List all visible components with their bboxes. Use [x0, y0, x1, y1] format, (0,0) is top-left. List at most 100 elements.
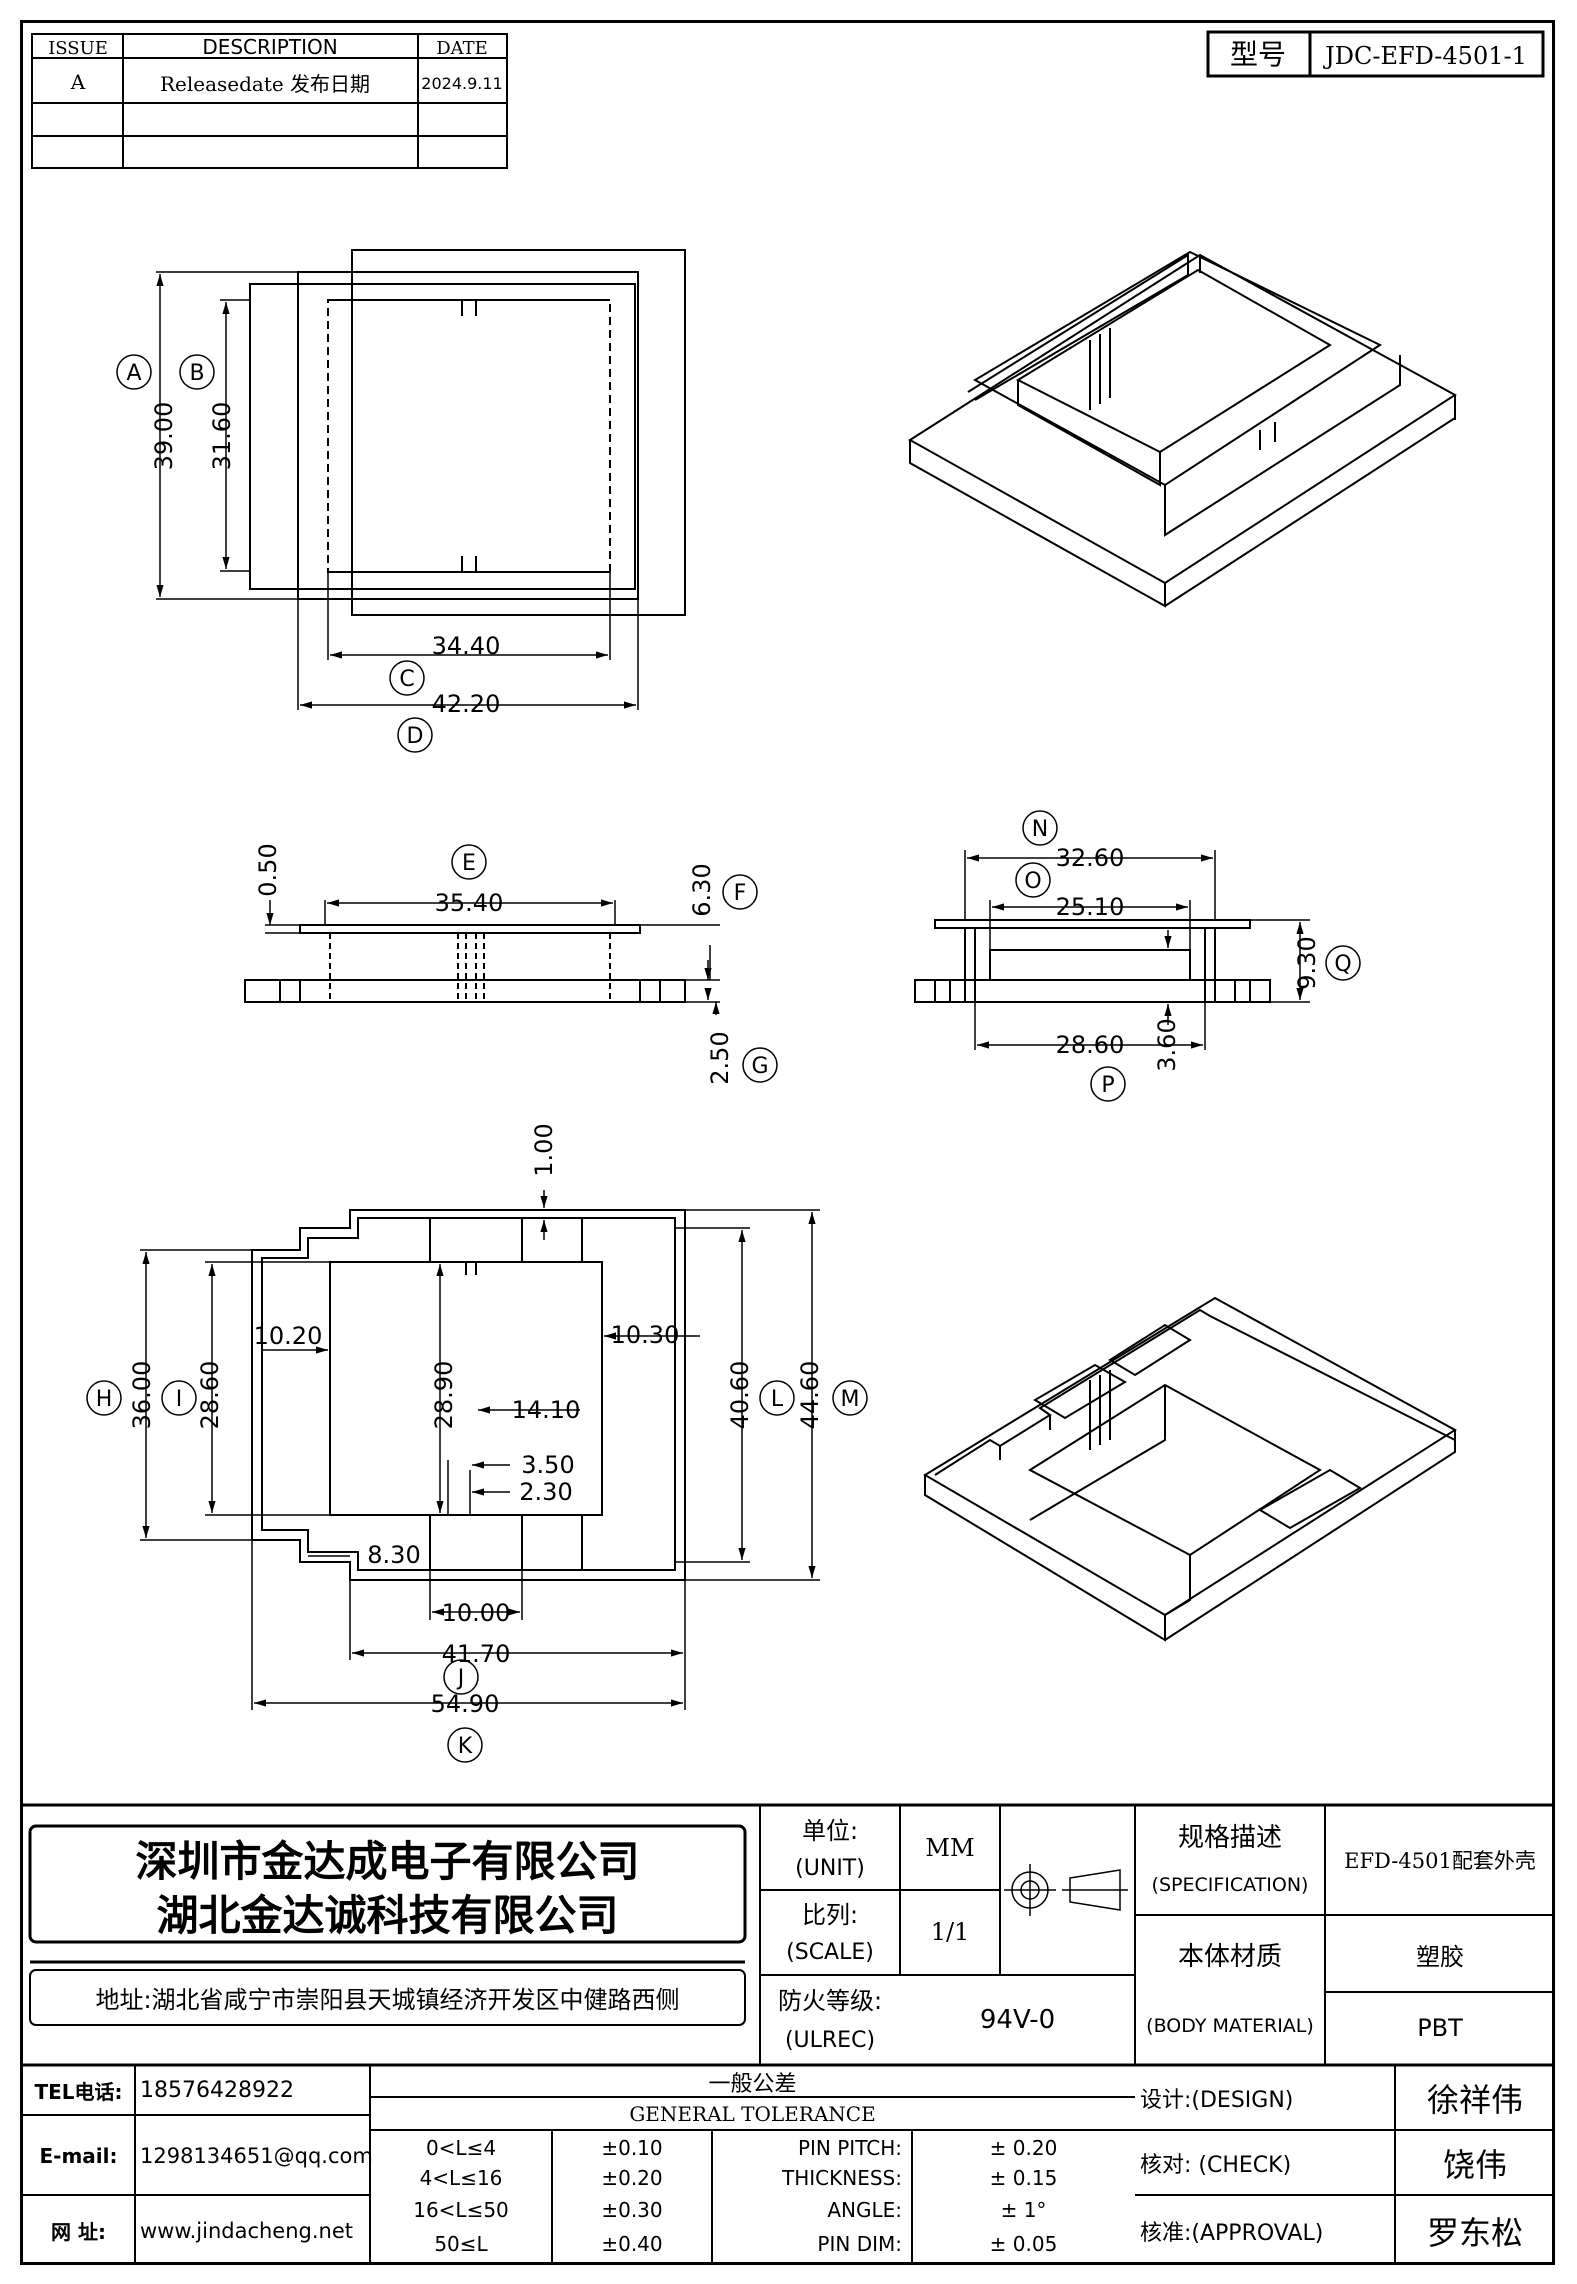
company-name-2: 湖北金达诚科技有限公司	[156, 1890, 619, 1940]
label-f: F	[734, 881, 747, 906]
label-g: G	[751, 1054, 768, 1079]
fire-label: 防火等级:	[777, 1986, 883, 2015]
tolerance-title-cn: 一般公差	[708, 2072, 797, 2097]
projection-symbol-icon	[1004, 1864, 1128, 1916]
dim-8: 8.30	[367, 1541, 420, 1569]
dim-m: 44.60	[796, 1361, 824, 1430]
label-i: I	[176, 1387, 183, 1412]
tol-range-1: 0<L≤4	[425, 2136, 497, 2160]
dim-f: 6.30	[688, 863, 716, 916]
dim-l: 40.60	[726, 1361, 754, 1430]
dim-r: 3.60	[1153, 1018, 1181, 1071]
label-q: Q	[1334, 952, 1351, 977]
dim-9: 10.00	[442, 1599, 511, 1627]
material-label-en: (BODY MATERIAL)	[1146, 2015, 1314, 2037]
side-view-1-dims	[265, 844, 778, 1083]
approval-value: 罗东松	[1426, 2213, 1523, 2252]
company-address: 地址:湖北省咸宁市崇阳县天城镇经济开发区中健路西侧	[95, 1985, 680, 2014]
rev-header-issue: ISSUE	[48, 38, 108, 59]
tol-range-4: 50≤L	[434, 2232, 488, 2256]
top-view	[249, 249, 686, 616]
unit-label-en: (UNIT)	[795, 1855, 865, 1881]
model-box	[1206, 30, 1545, 78]
dim-g: 2.50	[706, 1031, 734, 1084]
unit-label: 单位:	[801, 1816, 859, 1845]
other-tol-label-1: PIN PITCH:	[797, 2136, 902, 2160]
title-block-grid	[22, 1803, 1555, 2265]
other-tol-label-4: PIN DIM:	[817, 2232, 902, 2256]
bottom-view-dims	[86, 1190, 868, 1763]
label-n: N	[1032, 817, 1048, 842]
label-d: D	[407, 724, 424, 749]
dim-side-top: 0.50	[254, 843, 282, 896]
dim-7: 2.30	[519, 1478, 572, 1506]
dim-k: 54.90	[431, 1690, 500, 1718]
other-tol-label-3: ANGLE:	[827, 2198, 902, 2222]
email-value[interactable]: 1298134651@qq.com	[140, 2143, 373, 2168]
dim-6: 3.50	[521, 1451, 574, 1479]
design-value: 徐祥伟	[1426, 2081, 1523, 2119]
tol-range-2: 4<L≤16	[419, 2166, 503, 2190]
check-label: 核对: (CHECK)	[1140, 2153, 1292, 2178]
tolerance-title-en: GENERAL TOLERANCE	[629, 2102, 876, 2126]
revision-table	[31, 33, 508, 169]
label-l: L	[771, 1387, 784, 1412]
dim-1: 1.00	[530, 1123, 558, 1176]
approval-label: 核准:(APPROVAL)	[1140, 2220, 1324, 2246]
tol-value-3: ±0.30	[601, 2198, 663, 2222]
label-a: A	[126, 361, 141, 386]
scale-value: 1/1	[930, 1918, 970, 1946]
label-h: H	[96, 1387, 113, 1412]
rev-row-date: 2024.9.11	[421, 74, 502, 93]
rev-header-description: DESCRIPTION	[202, 35, 337, 59]
material-value-2: PBT	[1417, 2014, 1463, 2042]
dim-b: 31.60	[208, 402, 236, 471]
label-b: B	[189, 361, 204, 386]
tol-value-2: ±0.20	[601, 2166, 663, 2190]
dim-5: 14.10	[512, 1396, 581, 1424]
label-o: O	[1024, 869, 1041, 894]
dim-c: 34.40	[432, 632, 501, 660]
label-c: C	[399, 667, 414, 692]
company-name-1: 深圳市金达成电子有限公司	[135, 1836, 640, 1886]
label-j: J	[456, 1666, 465, 1691]
dim-4: 28.90	[430, 1361, 458, 1430]
check-value: 饶伟	[1442, 2146, 1507, 2184]
drawing-frame	[20, 20, 1555, 2265]
rev-header-date: DATE	[436, 38, 488, 59]
design-label: 设计:(DESIGN)	[1140, 2088, 1294, 2113]
tol-range-3: 16<L≤50	[413, 2198, 509, 2222]
dim-j: 41.70	[442, 1640, 511, 1668]
email-label: E-mail:	[39, 2143, 118, 2168]
web-link[interactable]: www.jindacheng.net	[140, 2218, 354, 2243]
other-tol-value-1: ± 0.20	[989, 2136, 1058, 2160]
dim-e: 35.40	[435, 889, 504, 917]
label-p: P	[1101, 1073, 1114, 1098]
label-k: K	[458, 1734, 473, 1759]
spec-value: EFD-4501配套外壳	[1344, 1849, 1536, 1873]
side-view-2-dims	[964, 810, 1361, 1102]
rev-row-description: Releasedate 发布日期	[160, 72, 370, 96]
spec-label-en: (SPECIFICATION)	[1151, 1874, 1309, 1896]
label-e: E	[462, 851, 476, 876]
iso-view-top	[908, 250, 1457, 608]
dim-d: 42.20	[432, 690, 501, 718]
other-tol-value-4: ± 0.05	[989, 2232, 1058, 2256]
other-tol-label-2: THICKNESS:	[782, 2166, 902, 2190]
tol-value-1: ±0.10	[601, 2136, 663, 2160]
fire-label-en: (ULREC)	[784, 2027, 876, 2053]
other-tol-value-2: ± 0.15	[989, 2166, 1058, 2190]
top-view-dims	[116, 271, 639, 753]
tol-value-4: ±0.40	[601, 2232, 663, 2256]
tel-label: TEL电话:	[34, 2080, 123, 2104]
rev-row-issue: A	[70, 70, 86, 94]
label-m: M	[841, 1387, 860, 1412]
other-tol-value-3: ± 1°	[1000, 2198, 1047, 2222]
web-label: 网 址:	[51, 2220, 106, 2244]
bottom-view	[251, 1209, 686, 1581]
side-view-1	[244, 924, 686, 1003]
dim-n: 32.60	[1056, 844, 1125, 872]
scale-label-en: (SCALE)	[786, 1939, 874, 1965]
spec-label: 规格描述	[1177, 1822, 1282, 1853]
